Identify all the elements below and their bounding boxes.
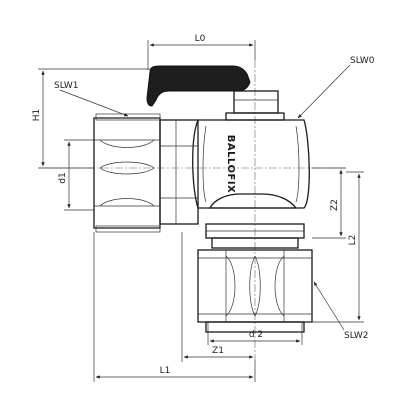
slw0-leader xyxy=(297,64,351,119)
l0-label: L0 xyxy=(195,34,206,44)
z2-label: Z2 xyxy=(330,199,340,211)
slw0-label: SLW0 xyxy=(350,56,375,66)
slw1-label: SLW1 xyxy=(54,81,79,91)
bottom-hex-nut xyxy=(197,249,313,333)
l2-label: L2 xyxy=(348,235,358,246)
lever-handle xyxy=(146,65,285,121)
d1-label: d1 xyxy=(58,172,68,183)
valve-body: BALLOFIX xyxy=(192,119,310,209)
d2-label: d 2 xyxy=(249,330,263,340)
h1-label: H1 xyxy=(32,109,42,122)
left-hex-nut xyxy=(93,113,161,233)
l1-label: L1 xyxy=(160,366,171,376)
bottom-neck xyxy=(205,193,305,249)
slw1-leader xyxy=(59,89,129,117)
slw2-label: SLW2 xyxy=(344,331,369,341)
brand-label: BALLOFIX xyxy=(225,135,236,194)
slw2-leader xyxy=(313,281,345,331)
z1-label: Z1 xyxy=(212,346,224,356)
